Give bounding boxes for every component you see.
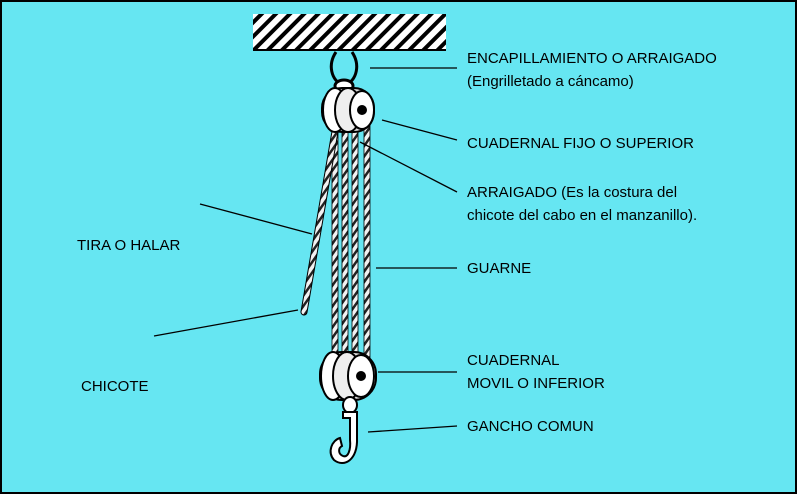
leader-lines <box>153 67 458 433</box>
label-tira: TIRA O HALAR <box>77 237 181 254</box>
label-encapillamiento: ENCAPILLAMIENTO O ARRAIGADO <box>467 50 717 67</box>
label-cuadernal-fijo: CUADERNAL FIJO O SUPERIOR <box>467 135 694 152</box>
upper-block <box>321 87 375 133</box>
hook <box>329 396 359 465</box>
label-guarne: GUARNE <box>467 260 532 277</box>
label-arraigado-line2: chicote del cabo en el manzanillo). <box>467 207 698 224</box>
label-chicote: CHICOTE <box>81 378 149 395</box>
shackle <box>329 51 359 94</box>
label-cuadernal-movil-line1: CUADERNAL <box>467 352 560 369</box>
label-cuadernal-movil-line2: MOVIL O INFERIOR <box>467 375 605 392</box>
rope-falls <box>331 111 371 383</box>
label-gancho: GANCHO COMUN <box>467 418 594 435</box>
label-arraigado-line1: ARRAIGADO (Es la costura del <box>467 184 678 201</box>
ceiling-beam <box>253 14 446 51</box>
label-encapillamiento-detail: (Engrilletado a cáncamo) <box>467 73 634 90</box>
lower-block <box>319 351 377 401</box>
